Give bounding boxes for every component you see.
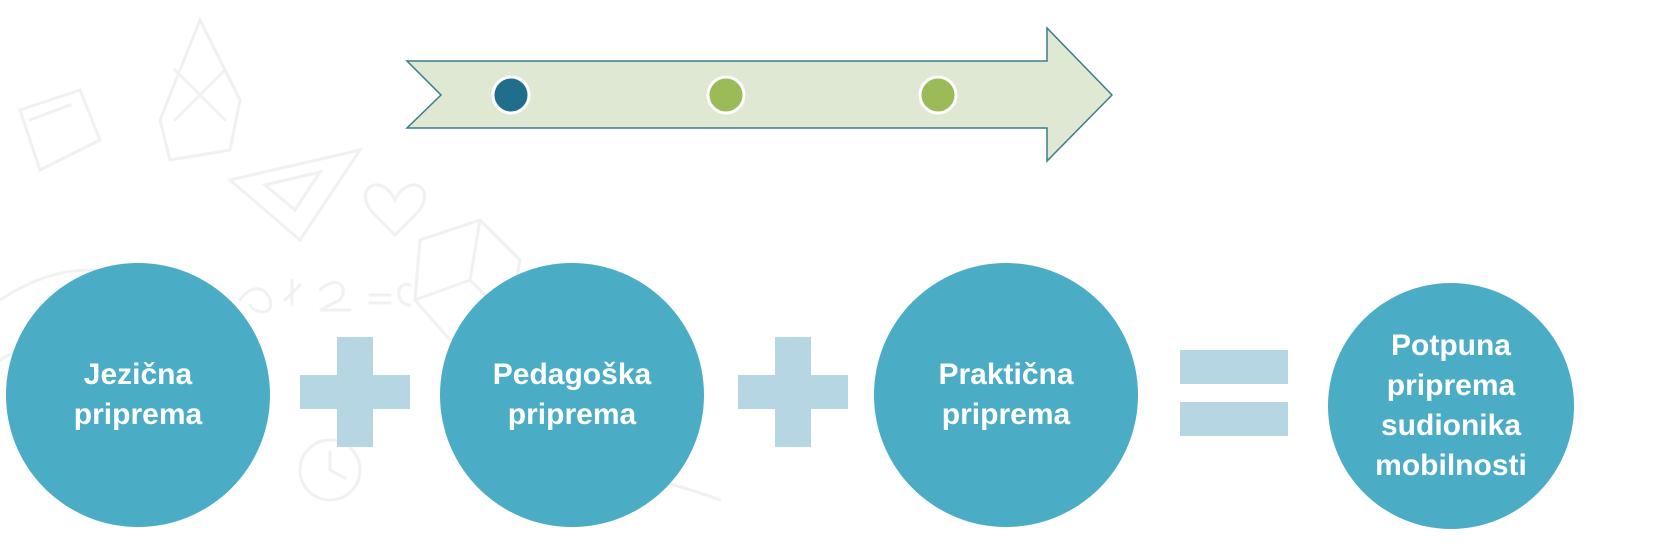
timeline-dot-active: [491, 75, 531, 115]
result-circle: Potpuna priprema sudionika mobilnosti: [1328, 283, 1574, 529]
doodle-clock-icon: [298, 438, 362, 502]
step-circle-practical: Praktična priprema: [874, 263, 1138, 527]
step-circle-pedagogical: Pedagoška priprema: [440, 263, 704, 527]
step-label: Pedagoška priprema: [492, 358, 652, 431]
doodle-scroll-icon: [18, 88, 102, 173]
timeline-arrow-shape: [405, 26, 1114, 163]
equals-icon-bottom-bar: [1180, 402, 1288, 436]
timeline-dot: [918, 75, 958, 115]
step-label: Jezična priprema: [73, 358, 203, 431]
doodle-heart-icon: [363, 183, 427, 238]
result-label: Potpuna priprema sudionika mobilnosti: [1375, 329, 1527, 482]
plus-icon-vertical: [775, 337, 811, 447]
step-circle-language: Jezična priprema: [6, 263, 270, 527]
plus-icon-vertical: [337, 337, 373, 447]
step-label: Praktična priprema: [938, 358, 1074, 431]
timeline-dot: [706, 75, 746, 115]
doodle-formula-icon: [238, 278, 412, 314]
doodle-triangle-ruler-icon: [226, 147, 364, 243]
doodle-house-icon: [158, 16, 242, 162]
equals-icon-top-bar: [1180, 350, 1288, 384]
